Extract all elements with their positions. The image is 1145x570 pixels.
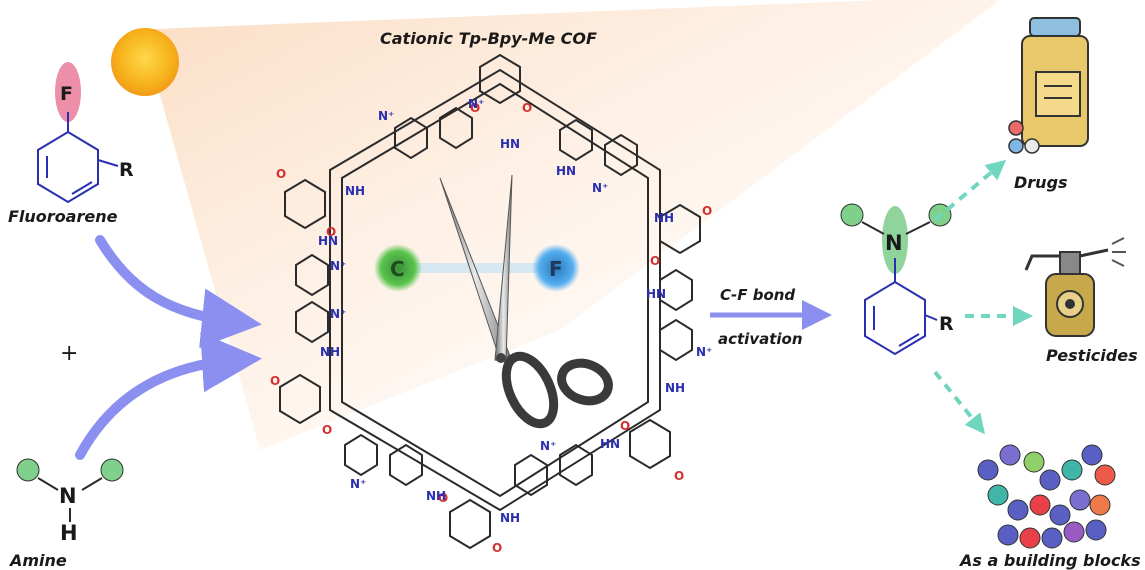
corner-ring-top-right: O O — [650, 203, 712, 268]
svg-text:N⁺: N⁺ — [540, 439, 556, 453]
framework-title: Cationic Tp-Bpy-Me COF — [380, 29, 597, 48]
fluoroarene-label: Fluoroarene — [8, 207, 118, 226]
amine-hydrogen: H — [60, 521, 78, 545]
carbon-atom-glow — [374, 244, 422, 292]
scissors-icon — [439, 174, 613, 429]
r-substituent: R — [119, 159, 134, 181]
product-ring — [864, 280, 926, 356]
svg-text:N⁺: N⁺ — [330, 307, 346, 321]
fluorine-atom: F — [60, 83, 73, 105]
svg-text:O: O — [326, 225, 336, 239]
arrow-label-line2: activation — [718, 330, 803, 348]
fluoroarene-ring — [37, 130, 99, 204]
green-substituent-right — [100, 458, 124, 482]
product-structure: N R — [840, 203, 954, 356]
corner-ring-bottom: O O — [438, 491, 502, 555]
svg-text:O: O — [492, 541, 502, 555]
amine-label: Amine — [8, 551, 67, 570]
fluorine-highlight — [55, 62, 81, 122]
pesticide-sprayer-icon — [1024, 237, 1126, 337]
svg-text:NH: NH — [500, 511, 520, 525]
building-blocks-icon — [977, 444, 1116, 549]
corner-ring-top-left: O O — [276, 167, 336, 239]
amine-nitrogen: N — [59, 484, 77, 508]
svg-text:HN: HN — [600, 437, 620, 451]
corner-ring-bottom-left: O O — [270, 373, 332, 437]
svg-text:HN: HN — [318, 234, 338, 248]
svg-text:N⁺: N⁺ — [468, 97, 484, 111]
svg-text:N⁺: N⁺ — [378, 109, 394, 123]
svg-text:O: O — [276, 167, 286, 181]
drugs-label: Drugs — [1014, 173, 1068, 192]
svg-text:HN: HN — [556, 164, 576, 178]
fluorine-atom-label: F — [549, 257, 563, 281]
svg-text:N⁺: N⁺ — [696, 345, 712, 359]
svg-text:NH: NH — [426, 489, 446, 503]
svg-text:HN: HN — [500, 137, 520, 151]
carbon-atom-label: C — [390, 257, 405, 281]
fluoroarene-structure: F R — [37, 62, 134, 204]
svg-text:N⁺: N⁺ — [330, 259, 346, 273]
svg-text:O: O — [438, 491, 448, 505]
svg-text:O: O — [620, 419, 630, 433]
nitrogen-highlight — [882, 206, 908, 274]
svg-text:NH: NH — [345, 184, 365, 198]
svg-text:NH: NH — [654, 211, 674, 225]
cof-framework: O O O O O O O O O O O O — [270, 53, 712, 555]
fluorine-atom-glow — [532, 244, 580, 292]
green-substituent-left — [16, 458, 40, 482]
sun-icon — [111, 28, 179, 96]
plus-sign: + — [60, 341, 78, 366]
amine-arrow — [75, 332, 262, 460]
product-green-left — [840, 203, 864, 227]
svg-text:N⁺: N⁺ — [350, 477, 366, 491]
light-beam — [130, 0, 1000, 450]
svg-text:NH: NH — [665, 381, 685, 395]
svg-text:O: O — [270, 374, 280, 388]
svg-text:O: O — [650, 254, 660, 268]
amine-structure: N H — [16, 458, 124, 545]
arrow-to-drugs — [933, 159, 1007, 222]
building-blocks-label: As a building blocks — [958, 551, 1141, 570]
svg-text:NH: NH — [320, 345, 340, 359]
pesticides-label: Pesticides — [1046, 346, 1138, 365]
svg-text:O: O — [322, 423, 332, 437]
arrow-to-building-blocks — [933, 370, 986, 435]
svg-text:O: O — [522, 101, 532, 115]
fluoroarene-arrow — [95, 235, 262, 349]
product-r-substituent: R — [939, 313, 954, 335]
svg-text:O: O — [702, 204, 712, 218]
corner-ring-bottom-right: O O — [620, 418, 684, 483]
svg-text:O: O — [674, 469, 684, 483]
corner-ring-top: O O — [470, 53, 532, 115]
svg-text:HN: HN — [646, 287, 666, 301]
svg-text:N⁺: N⁺ — [592, 181, 608, 195]
arrow-label-line1: C-F bond — [720, 286, 795, 304]
svg-text:O: O — [470, 101, 480, 115]
drug-bottle-icon — [1008, 17, 1089, 154]
product-nitrogen: N — [885, 231, 903, 255]
